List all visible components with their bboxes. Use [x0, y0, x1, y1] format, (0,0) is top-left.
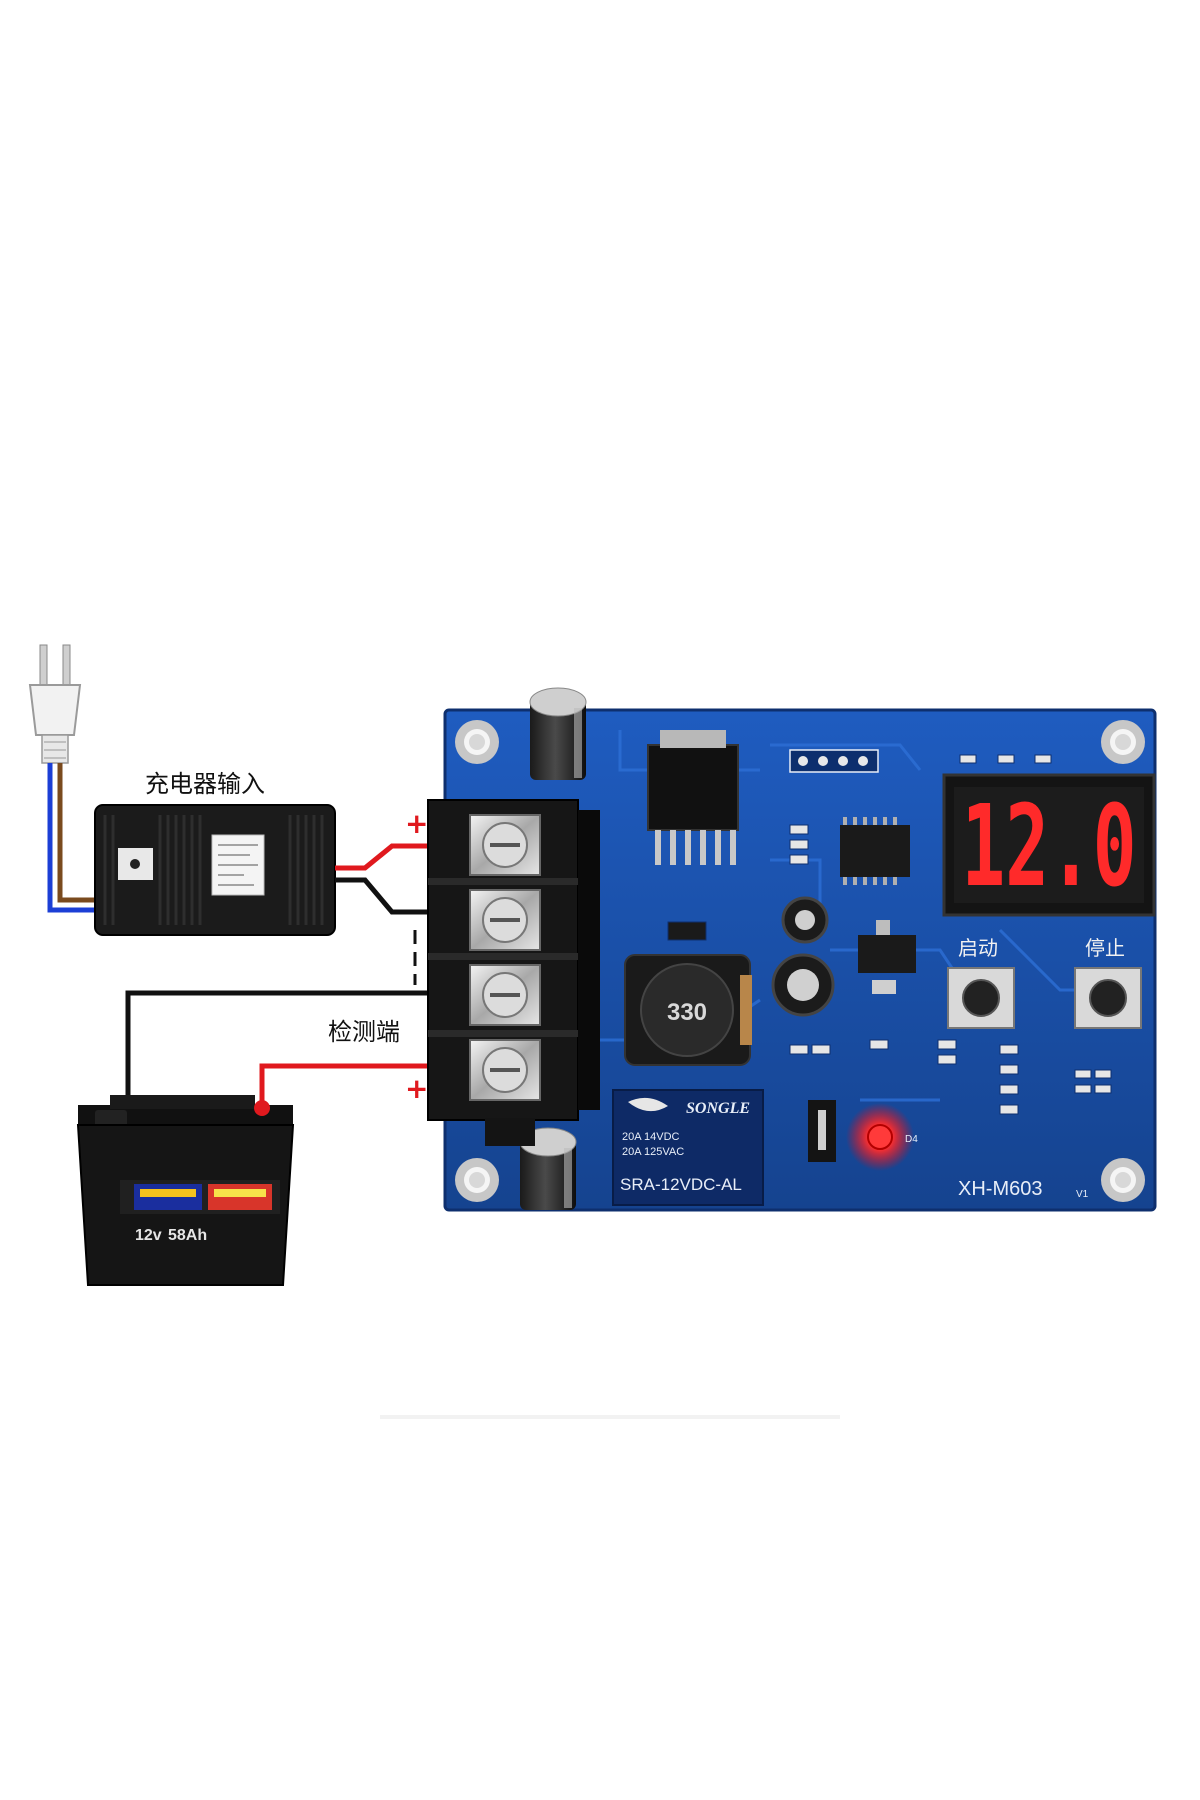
charger-adapter [94, 804, 336, 936]
led-label: D4 [905, 1134, 918, 1145]
header-pins [789, 749, 879, 773]
transistor [858, 920, 916, 994]
mounting-hole-br [1101, 1158, 1145, 1202]
charger-input-label: 充电器输入 [145, 770, 265, 798]
battery-voltage: 12v [135, 1227, 162, 1244]
car-battery [76, 1095, 295, 1286]
display-reading: 12.0 [962, 782, 1137, 912]
relay-rating-2: 20A 125VAC [622, 1146, 684, 1158]
mains-cable [47, 763, 98, 913]
capacitor-c2 [781, 896, 829, 944]
relay-brand: SONGLE [686, 1100, 750, 1117]
board-model: XH-M603 [958, 1178, 1042, 1200]
voltage-regulator [647, 730, 739, 865]
inductor-code: 330 [667, 999, 707, 1026]
screw-terminal-block [427, 799, 600, 1121]
stop-button-label: 停止 [1085, 936, 1125, 960]
mounting-hole-tl [455, 720, 499, 764]
detect-terminal-label: 检测端 [328, 1018, 400, 1046]
terminal-screw-4 [469, 1039, 541, 1101]
smd-components [667, 754, 1112, 1115]
terminal-screw-2 [469, 889, 541, 951]
seven-segment-display [942, 773, 1156, 917]
bottom-smd-diode [485, 1118, 535, 1146]
start-button[interactable] [947, 967, 1015, 1029]
diode [808, 1100, 836, 1162]
plus-sign-top: + [405, 807, 428, 840]
relay-rating-1: 20A 14VDC [622, 1131, 680, 1143]
battery-negative-wire [125, 990, 470, 1110]
capacitor-c4 [771, 953, 835, 1017]
battery-capacity: 58Ah [168, 1227, 207, 1244]
status-led [846, 1103, 914, 1171]
terminal-screw-1 [469, 814, 541, 876]
mounting-hole-tr [1101, 720, 1145, 764]
ground-shadow [380, 1415, 840, 1419]
power-plug [28, 644, 82, 764]
start-button-label: 启动 [958, 936, 998, 960]
relay [612, 1089, 764, 1206]
plus-sign-bottom: + [405, 1072, 428, 1105]
battery-positive-wire [259, 1063, 470, 1110]
terminal-screw-3 [469, 964, 541, 1026]
microcontroller-chip [840, 817, 910, 885]
stop-button[interactable] [1074, 967, 1142, 1029]
mounting-hole-bl [455, 1158, 499, 1202]
power-inductor [624, 954, 752, 1066]
board-version: V1 [1076, 1189, 1089, 1200]
relay-model: SRA-12VDC-AL [620, 1175, 742, 1194]
capacitor-top [529, 687, 587, 780]
